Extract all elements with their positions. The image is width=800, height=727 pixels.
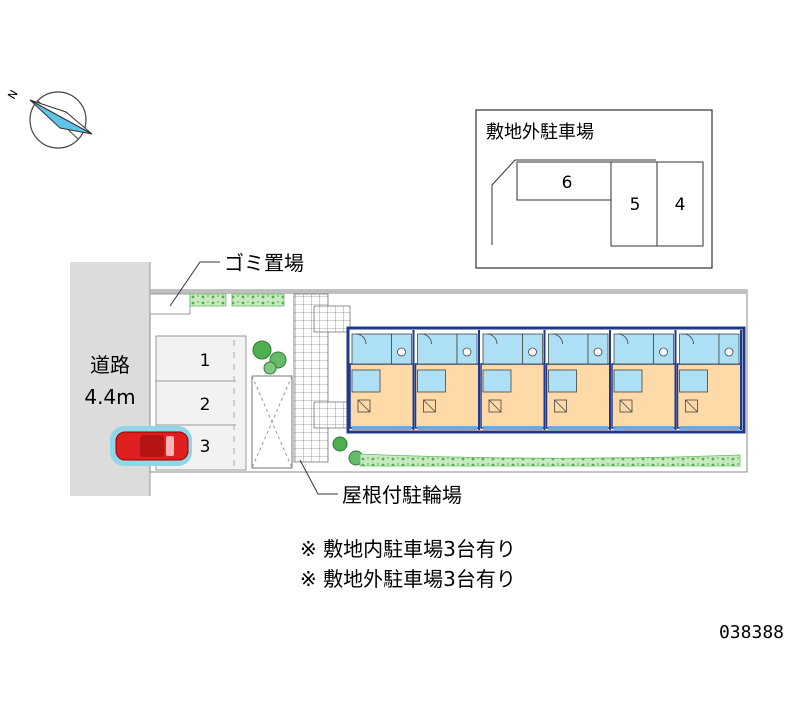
unit-closet-mark: [488, 399, 502, 413]
off-site-space-6-label: 6: [562, 173, 573, 193]
door-swing: [421, 333, 432, 345]
unit-balcony: [614, 426, 674, 430]
off-site-space-4-label: 4: [675, 195, 686, 215]
door-swing: [355, 333, 367, 345]
property-code: 038388: [719, 622, 784, 643]
unit-entry: [417, 333, 458, 365]
toilet-icon: [659, 347, 668, 357]
unit-closet: [423, 399, 436, 413]
unit-entry: [613, 333, 654, 365]
site-north-wall: [150, 290, 747, 294]
tree-icon: [263, 361, 277, 375]
unit-closet: [554, 399, 567, 413]
unit-entry: [548, 333, 589, 365]
unit-closet: [619, 399, 633, 413]
unit-closet-mark: [554, 399, 567, 413]
parking-space-3-label: 3: [200, 437, 211, 457]
bicycle-parking-label: 屋根付駐輪場: [342, 483, 462, 507]
toilet-icon: [593, 347, 603, 357]
note-on-site: ※ 敷地内駐車場3台有り: [300, 537, 516, 561]
unit-kitchen: [351, 369, 381, 393]
apartment-building: [346, 326, 746, 434]
unit-balcony: [483, 426, 543, 430]
door-swing: [552, 333, 563, 345]
compass-ring: [29, 91, 87, 149]
unit-closet: [488, 399, 502, 413]
unit-kitchen: [679, 369, 708, 393]
car-roof: [140, 435, 164, 457]
toilet-icon: [397, 347, 406, 357]
walkway-step: [313, 401, 351, 429]
compass-needle-shadow: [29, 99, 93, 135]
parking-space-2-label: 2: [200, 395, 211, 415]
bicycle-roof-cross: [251, 375, 293, 469]
car: [110, 426, 192, 466]
unit-kitchen: [548, 369, 577, 393]
road-width: 4.4m: [84, 385, 135, 409]
toilet-icon: [724, 347, 734, 357]
unit-closet-mark: [619, 399, 633, 413]
garbage-leader: [169, 261, 220, 307]
notes: ※ 敷地内駐車場3台有り ※ 敷地外駐車場3台有り: [300, 537, 516, 591]
unit-kitchen: [417, 369, 446, 393]
car-windshield: [166, 436, 174, 456]
unit-balcony: [548, 426, 608, 430]
toilet-icon: [462, 347, 472, 357]
unit-closet-mark: [357, 399, 371, 413]
tree-icon: [252, 340, 272, 360]
door-swing: [486, 333, 498, 345]
garbage-label: ゴミ置場: [224, 251, 304, 275]
compass-north-label: N: [5, 88, 20, 102]
unit-balcony: [417, 426, 477, 430]
tree-icon: [332, 436, 348, 452]
unit-entry: [679, 333, 720, 365]
hedge-1: [189, 293, 227, 307]
parking-space-1-label: 1: [200, 351, 211, 371]
unit-closet-mark: [423, 399, 436, 413]
unit-kitchen: [613, 369, 643, 393]
bottom-hedge: [359, 453, 741, 467]
unit-entry: [351, 333, 392, 365]
unit-closet: [357, 399, 371, 413]
off-site-space-4: [656, 161, 704, 247]
off-site-space-6: [516, 161, 612, 201]
unit-balcony: [352, 426, 412, 430]
unit-closet: [685, 399, 698, 413]
compass: N: [5, 88, 93, 149]
off-site-boundary: [491, 159, 656, 245]
door-swing: [617, 333, 629, 345]
toilet-icon: [528, 347, 537, 357]
unit-entry: [482, 333, 523, 365]
off-site-parking: 敷地外駐車場 6 5 4: [475, 109, 713, 269]
unit-kitchen: [482, 369, 512, 393]
off-site-parking-title: 敷地外駐車場: [486, 122, 594, 143]
note-off-site: ※ 敷地外駐車場3台有り: [300, 567, 516, 591]
unit-balcony: [679, 426, 739, 430]
unit-closet-mark: [685, 399, 698, 413]
bicycle-leader: [299, 459, 338, 495]
site: 1 2 3: [110, 289, 748, 473]
garbage-area: [149, 293, 191, 315]
off-site-space-5-label: 5: [630, 195, 641, 215]
annotations: ゴミ置場 屋根付駐輪場: [169, 251, 462, 507]
road-name: 道路: [90, 353, 130, 377]
walkway-step: [313, 305, 351, 333]
hedge-2: [231, 293, 285, 307]
door-swing: [683, 333, 694, 345]
